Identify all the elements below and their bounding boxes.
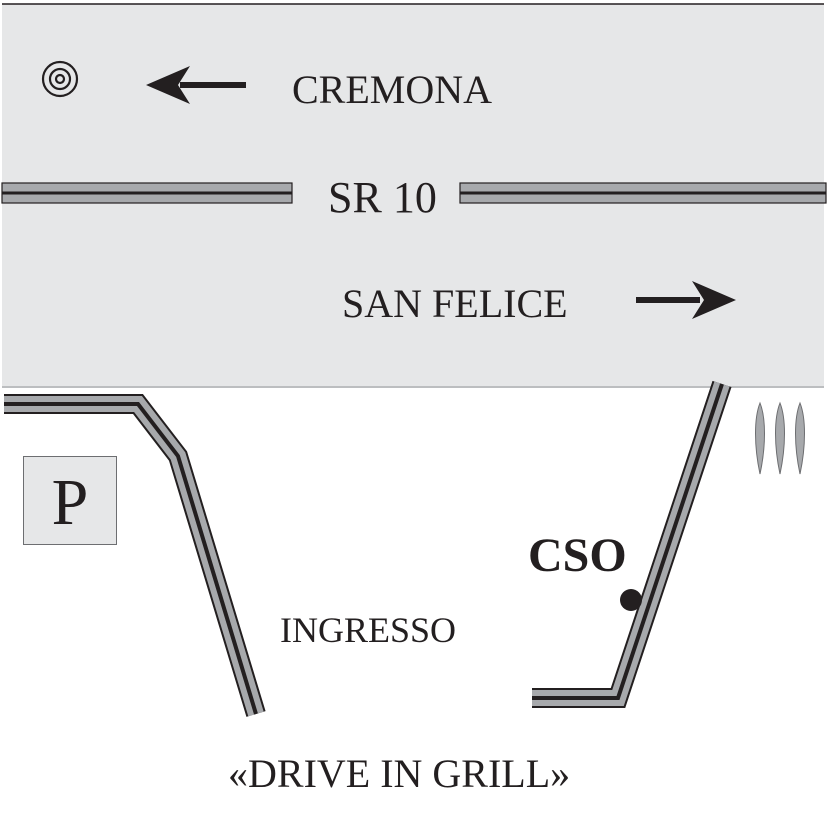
- dot-marker-icon: [620, 589, 642, 611]
- landmark-label: CSO: [528, 529, 627, 582]
- direction-label-west: CREMONA: [292, 67, 493, 112]
- arrow-right-icon: [636, 281, 736, 319]
- concentric-circle-icon: [41, 60, 79, 98]
- parking-sign: P: [23, 456, 117, 545]
- destination-label: «DRIVE IN GRILL»: [228, 751, 571, 796]
- cypress-trees-icon: [755, 401, 805, 475]
- left-access-road: [4, 394, 266, 717]
- direction-label-east: SAN FELICE: [342, 281, 568, 326]
- entrance-label: INGRESSO: [280, 610, 457, 650]
- right-access-road: [532, 380, 732, 708]
- road-name-label: SR 10: [328, 173, 437, 222]
- road-centerline: [1, 182, 827, 204]
- arrow-left-icon: [146, 66, 246, 104]
